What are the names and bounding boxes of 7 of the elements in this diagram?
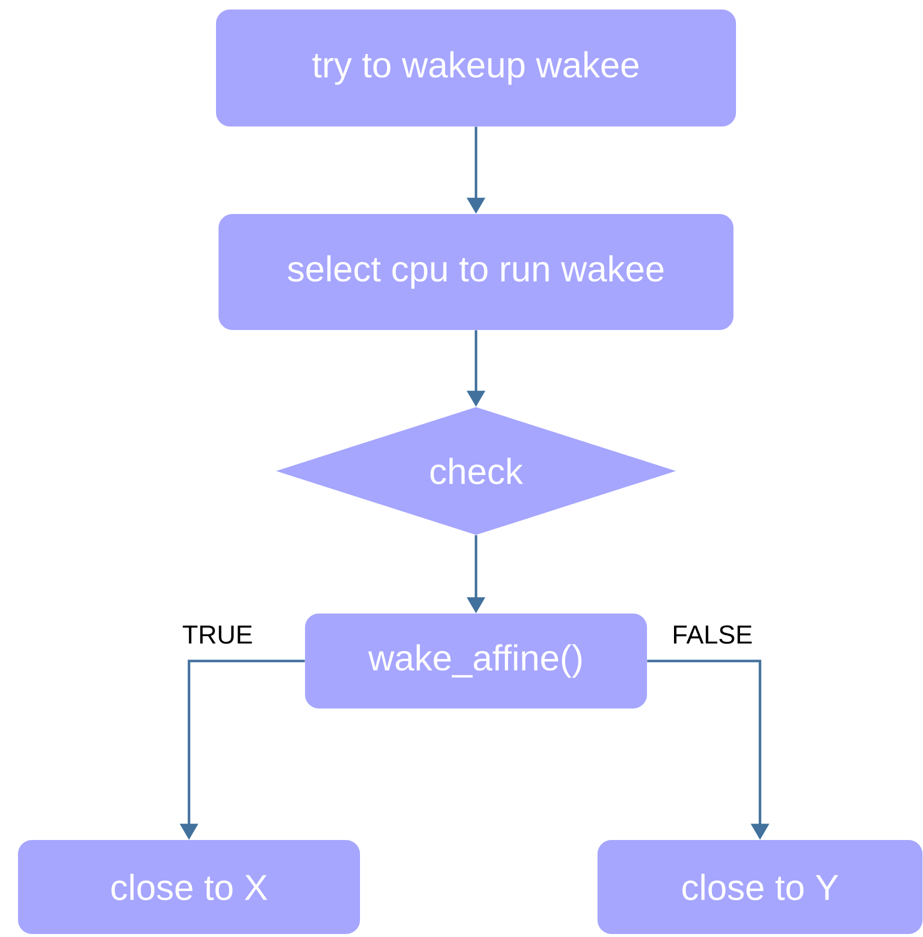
- process-box: try to wakeup wakee: [216, 10, 736, 126]
- process-box: wake_affine(): [305, 614, 647, 708]
- process-box: select cpu to run wakee: [218, 214, 734, 330]
- process-box: close to Y: [598, 840, 922, 934]
- process-box: close to X: [18, 840, 360, 934]
- edge-label: TRUE: [182, 626, 252, 644]
- edge-label: FALSE: [674, 625, 752, 644]
